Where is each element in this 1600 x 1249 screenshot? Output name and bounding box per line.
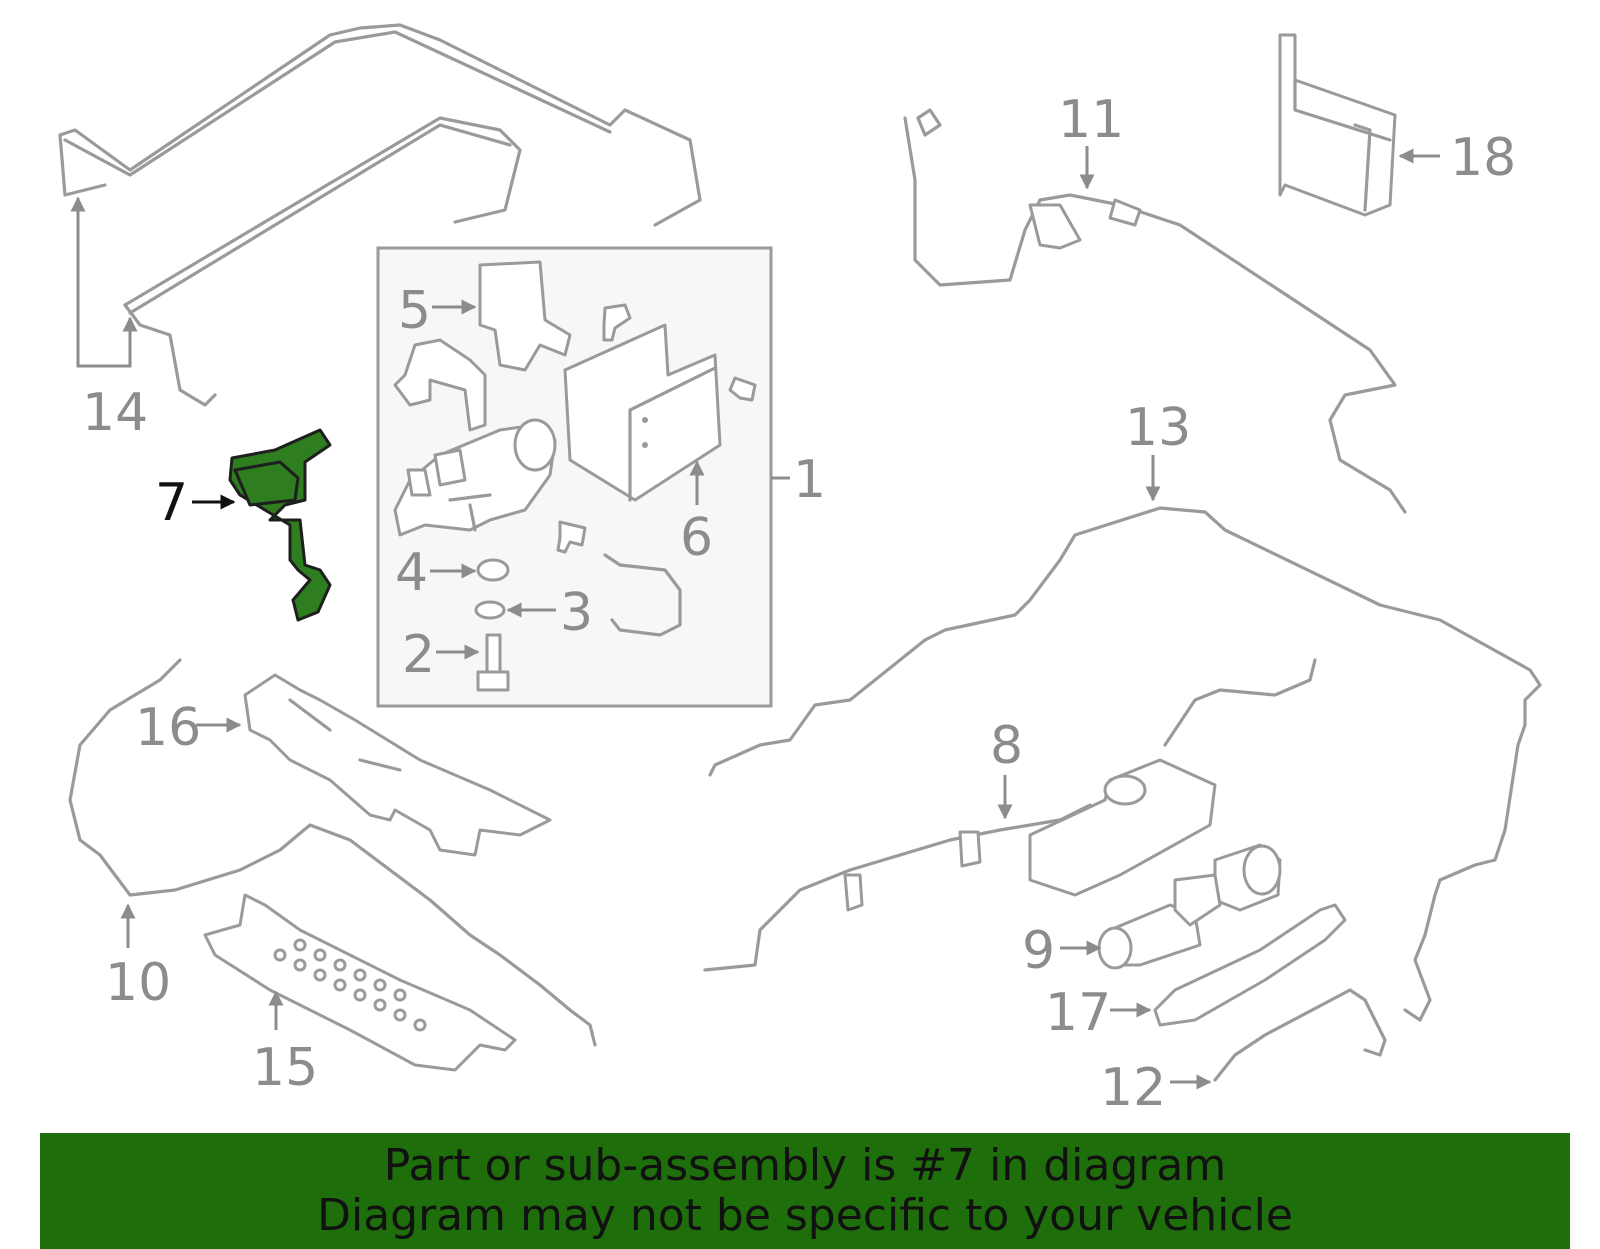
callout-14: 14 [82, 383, 148, 443]
callout-2: 2 [402, 625, 435, 685]
part-13-air-line [708, 506, 1542, 1022]
callout-16: 16 [135, 698, 201, 758]
part-12-air-line [1213, 988, 1387, 1082]
clip-part [556, 520, 587, 554]
part-16-bracket [243, 673, 552, 857]
parts-diagram: 14 18 11 1 5 6 [58, 23, 1542, 1118]
part-3-washer [474, 600, 506, 620]
part-7-highlighted [228, 428, 332, 622]
part-17-shield [1153, 903, 1347, 1027]
part-5-bracket [393, 260, 572, 432]
callout-8: 8 [990, 716, 1023, 776]
callout-3: 3 [560, 583, 593, 643]
callout-5: 5 [398, 281, 431, 341]
callout-7: 7 [155, 473, 188, 533]
callout-11: 11 [1058, 90, 1124, 150]
callout-9: 9 [1022, 921, 1055, 981]
callout-6: 6 [680, 508, 713, 568]
part-6-mount-bracket [563, 303, 757, 502]
leader-14a [70, 196, 105, 368]
part-18-module [1278, 33, 1397, 217]
footer-line-1: Part or sub-assembly is #7 in diagram [383, 1140, 1227, 1191]
footer-banner: Part or sub-assembly is #7 in diagram Di… [40, 1133, 1570, 1249]
callout-15: 15 [252, 1038, 318, 1098]
part-8-reservoir [703, 658, 1317, 972]
callout-4: 4 [395, 543, 428, 603]
small-hose [603, 553, 682, 637]
callout-13: 13 [1125, 398, 1191, 458]
part-15-shield [203, 893, 517, 1072]
callout-18: 18 [1450, 128, 1516, 188]
part-14-air-lines [58, 23, 702, 407]
footer-line-2: Diagram may not be specific to your vehi… [317, 1190, 1293, 1241]
compressor-assembly [393, 418, 557, 537]
part-10-air-line [68, 658, 597, 1047]
leader-14b [105, 316, 138, 368]
callout-1: 1 [793, 450, 826, 510]
part-11-air-line [903, 108, 1407, 514]
part-9-valve [1097, 843, 1282, 970]
part-2-bolt [476, 633, 510, 692]
callout-12: 12 [1100, 1058, 1166, 1118]
part-4-grommet [476, 558, 510, 582]
callout-17: 17 [1045, 983, 1111, 1043]
callout-10: 10 [105, 953, 171, 1013]
